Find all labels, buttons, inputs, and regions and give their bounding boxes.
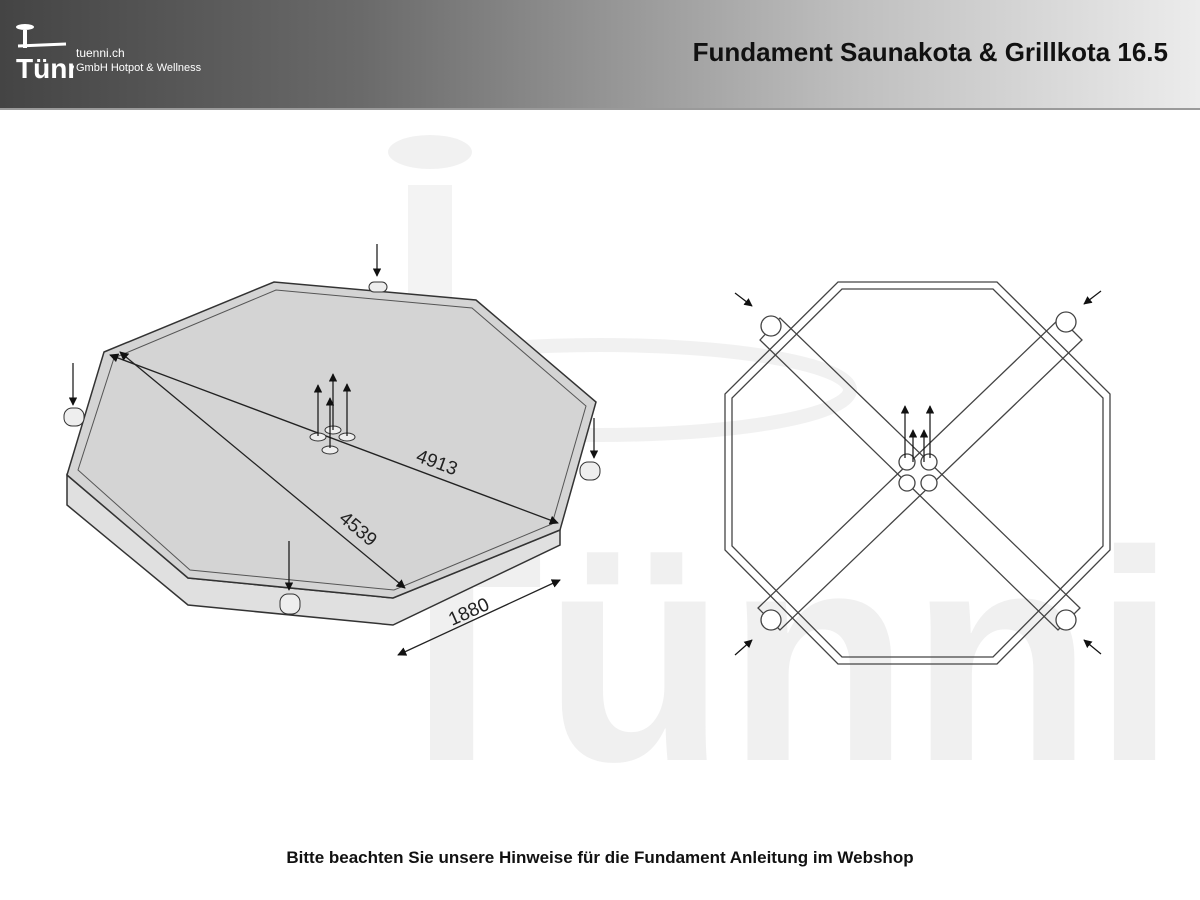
center-posts bbox=[309, 425, 356, 455]
octagon-inner bbox=[731, 288, 1104, 658]
dimension-line-side bbox=[397, 579, 561, 656]
company-domain: tuenni.ch bbox=[76, 46, 125, 60]
company-tagline: GmbH Hotpot & Wellness bbox=[76, 62, 202, 74]
center-arrows bbox=[313, 373, 352, 448]
foundation-drawing: Tünni 4913 4539 1880 bbox=[63, 135, 1176, 790]
tuenni-logo-icon: Tünni bbox=[16, 24, 74, 84]
foundation-3d-view: 4913 4539 1880 bbox=[63, 244, 601, 656]
octagon-outer bbox=[724, 281, 1111, 665]
top-view-arrows bbox=[734, 290, 1102, 656]
corner-footings bbox=[63, 281, 601, 615]
top-view-footings bbox=[760, 311, 1077, 631]
logo-wordmark: Tünni bbox=[16, 53, 74, 84]
page-title: Fundament Saunakota & Grillkota 16.5 bbox=[692, 37, 1168, 67]
header-banner: Tünni tuenni.ch GmbH Hotpot & Wellness F… bbox=[0, 0, 1200, 110]
footer-note: Bitte beachten Sie unsere Hinweise für d… bbox=[286, 848, 914, 867]
dimension-line-short bbox=[119, 351, 406, 589]
cross-beam-b bbox=[757, 317, 1083, 631]
foundation-top-view bbox=[724, 281, 1111, 665]
footing-arrows bbox=[68, 244, 599, 591]
